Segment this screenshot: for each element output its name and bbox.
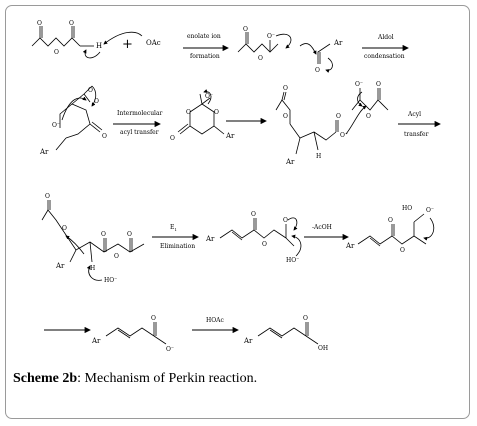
atom-o: O	[69, 20, 74, 27]
atom-o: O	[94, 98, 99, 105]
atom-o-minus: O⁻	[205, 93, 213, 100]
step-label: formation	[190, 53, 220, 60]
atom-o: O	[170, 135, 175, 142]
atom-o: O	[366, 113, 371, 120]
figure-frame	[5, 5, 470, 419]
atom-o: O	[251, 211, 256, 218]
atom-o: O	[127, 231, 132, 238]
atom-label-ho: HO	[402, 205, 412, 212]
alkoxide-intermediate: O⁻ O O O Ar	[39, 85, 107, 156]
acetic-anhydride: O O O H	[31, 20, 102, 59]
cinnamic-anhydride: Ar O O O HO⁻	[205, 211, 302, 264]
atom-o: O	[186, 109, 191, 116]
atom-o: O	[243, 26, 248, 33]
step-label: enolate ion	[187, 33, 221, 40]
atom-o: O	[88, 87, 93, 94]
atom-label-oh: OH	[318, 345, 328, 352]
step-label: Intermolecular	[117, 110, 163, 117]
atom-o: O	[262, 241, 267, 248]
step-label: acyl transfer	[120, 129, 159, 136]
atom-label-ho-minus: HO⁻	[104, 277, 117, 284]
atom-label-ho-minus: HO⁻	[286, 257, 299, 264]
atom-h: H	[316, 153, 321, 160]
benzaldehyde: Ar O	[299, 39, 343, 74]
atom-label-ar: Ar	[345, 242, 355, 250]
atom-label-ar: Ar	[225, 132, 235, 140]
caption-text: : Mechanism of Perkin reaction.	[77, 371, 258, 386]
atom-label-ar: Ar	[243, 337, 253, 345]
step-label: E1	[170, 224, 177, 232]
step-label: Acyl	[407, 111, 421, 118]
step-label: condensation	[364, 53, 405, 60]
tetrahedral-intermediate: O⁻ O O O Ar	[170, 89, 235, 142]
atom-o: O	[114, 253, 119, 260]
atom-o: O	[400, 247, 405, 254]
figure-caption: Scheme 2b: Mechanism of Perkin reaction.	[13, 371, 257, 387]
atom-o-minus: O⁻	[426, 207, 434, 214]
step-label: Elimination	[160, 243, 195, 250]
atom-o: O	[102, 133, 107, 140]
atom-label-ar: Ar	[205, 235, 215, 243]
atom-o-minus: O⁻	[340, 132, 348, 139]
atom-o: O	[315, 67, 320, 74]
atom-o: O	[283, 85, 288, 92]
atom-o: O	[37, 20, 42, 27]
atom-o: O	[336, 113, 341, 120]
atom-o: O	[303, 315, 308, 322]
step-label: HOAc	[206, 317, 224, 324]
cinnamic-acid: Ar O OH	[243, 315, 328, 352]
mixed-anhydride-alkoxide: O O O O⁻ O⁻ O O Ar H	[275, 81, 389, 166]
atom-o: O	[258, 55, 263, 62]
atom-o: O	[45, 193, 50, 200]
atom-o: O	[376, 81, 381, 88]
atom-o-minus: O⁻	[166, 346, 174, 353]
step-label: Aldol	[377, 34, 394, 41]
atom-h: H	[96, 42, 102, 50]
plus-sign: +	[122, 37, 133, 52]
atom-label-ar: Ar	[333, 39, 343, 47]
acetate-ion: OAc	[103, 31, 161, 47]
step-label: transfer	[404, 131, 429, 138]
atom-o: O	[214, 109, 219, 116]
atom-o: O	[54, 49, 59, 56]
step-label: -AcOH	[312, 224, 332, 231]
atom-o: O	[388, 217, 393, 224]
atom-label-oac: OAc	[146, 39, 161, 47]
atom-label-ar: Ar	[91, 337, 101, 345]
acetylated-beta-acid: O O O O O Ar H HO⁻	[41, 193, 145, 284]
tetrahedral-hydroxy-intermediate: Ar O O HO O⁻	[345, 205, 435, 254]
enolate-ion: O O⁻ O	[237, 26, 292, 62]
atom-o-minus: O⁻	[267, 33, 275, 40]
atom-label-ar: Ar	[285, 158, 295, 166]
atom-h: H	[90, 265, 95, 272]
cinnamate-ion: Ar O O⁻	[91, 315, 174, 353]
caption-label: Scheme 2b	[13, 371, 78, 386]
atom-label-ar: Ar	[55, 262, 65, 270]
atom-label-ar: Ar	[39, 148, 49, 156]
atom-o: O	[101, 231, 106, 238]
atom-o: O	[283, 217, 288, 224]
atom-o: O	[283, 113, 288, 120]
atom-o-minus: O⁻	[52, 122, 60, 129]
atom-o-minus: O⁻	[355, 81, 363, 88]
atom-o: O	[151, 315, 156, 322]
atom-o: O	[62, 225, 67, 232]
